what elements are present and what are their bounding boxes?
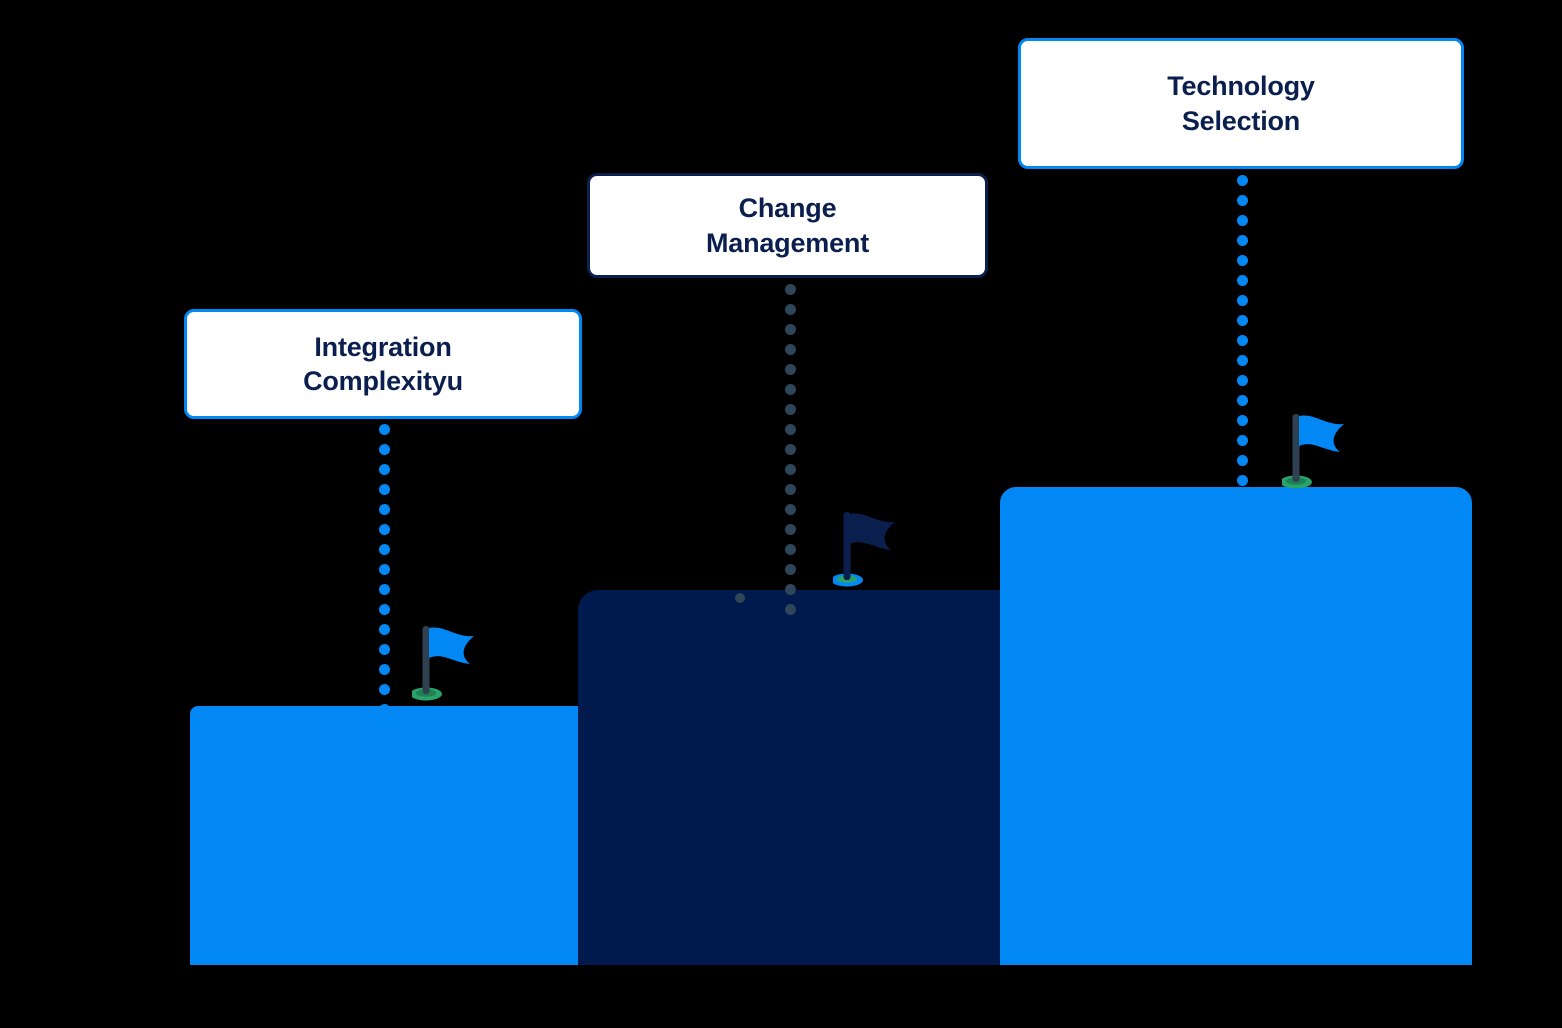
connector-dot [1237, 215, 1248, 226]
connector-dot [379, 724, 390, 735]
connector-dot [1237, 295, 1248, 306]
flag-marker-technology [1280, 410, 1352, 495]
connector-dot [379, 684, 390, 695]
connector-dot [785, 304, 796, 315]
connector-dot [785, 364, 796, 375]
connector-dot [379, 484, 390, 495]
connector-dotted-change [785, 284, 796, 624]
connector-dot [785, 544, 796, 555]
label-card-change-management[interactable]: Change Management [587, 173, 988, 278]
connector-dot [785, 484, 796, 495]
connector-dot [379, 544, 390, 555]
label-technology-line1: Technology [1167, 71, 1315, 102]
connector-dot [1237, 315, 1248, 326]
connector-dot [785, 324, 796, 335]
connector-dot [1237, 415, 1248, 426]
mid-bar-marker-dot [735, 593, 745, 603]
connector-dot [379, 604, 390, 615]
connector-dot [785, 284, 796, 295]
connector-dot [1237, 355, 1248, 366]
connector-dot [785, 564, 796, 575]
label-card-integration-complexity[interactable]: Integration Complexityu [184, 309, 582, 419]
connector-dot [1237, 495, 1248, 506]
connector-dot [379, 704, 390, 715]
bar-change-management [578, 590, 1033, 965]
flag-marker-integration [410, 622, 482, 707]
connector-dot [379, 584, 390, 595]
label-change-line1: Change [738, 193, 837, 224]
connector-dot [785, 384, 796, 395]
connector-dot [379, 444, 390, 455]
bar-integration-complexity [190, 706, 590, 965]
bar-technology-selection [1000, 487, 1472, 965]
label-change-line2: Management [705, 227, 870, 258]
connector-dot [379, 424, 390, 435]
connector-dotted-technology [1237, 175, 1248, 515]
connector-dot [1237, 475, 1248, 486]
connector-dot [785, 464, 796, 475]
connector-dot [379, 644, 390, 655]
connector-dot [379, 624, 390, 635]
connector-dot [785, 504, 796, 515]
connector-dot [785, 584, 796, 595]
connector-dot [785, 524, 796, 535]
connector-dot [379, 504, 390, 515]
connector-dot [1237, 195, 1248, 206]
label-integration-line1: Integration [314, 331, 452, 362]
connector-dot [1237, 255, 1248, 266]
connector-dot [1237, 175, 1248, 186]
connector-dot [785, 444, 796, 455]
connector-dot [1237, 395, 1248, 406]
connector-dot [1237, 235, 1248, 246]
connector-dot [1237, 435, 1248, 446]
connector-dot [1237, 375, 1248, 386]
connector-dot [785, 604, 796, 615]
connector-dot [1237, 275, 1248, 286]
connector-dot [785, 404, 796, 415]
label-technology-line2: Selection [1181, 105, 1301, 136]
connector-dotted-integration [379, 424, 390, 744]
connector-dot [1237, 335, 1248, 346]
connector-dot [1237, 455, 1248, 466]
connector-dot [785, 424, 796, 435]
label-card-technology-selection[interactable]: Technology Selection [1018, 38, 1464, 169]
connector-dot [379, 464, 390, 475]
connector-dot [379, 524, 390, 535]
connector-dot [785, 344, 796, 355]
label-integration-line2: Complexityu [303, 366, 463, 396]
connector-dot [379, 564, 390, 575]
connector-dot [379, 664, 390, 675]
flag-marker-change [831, 508, 903, 593]
